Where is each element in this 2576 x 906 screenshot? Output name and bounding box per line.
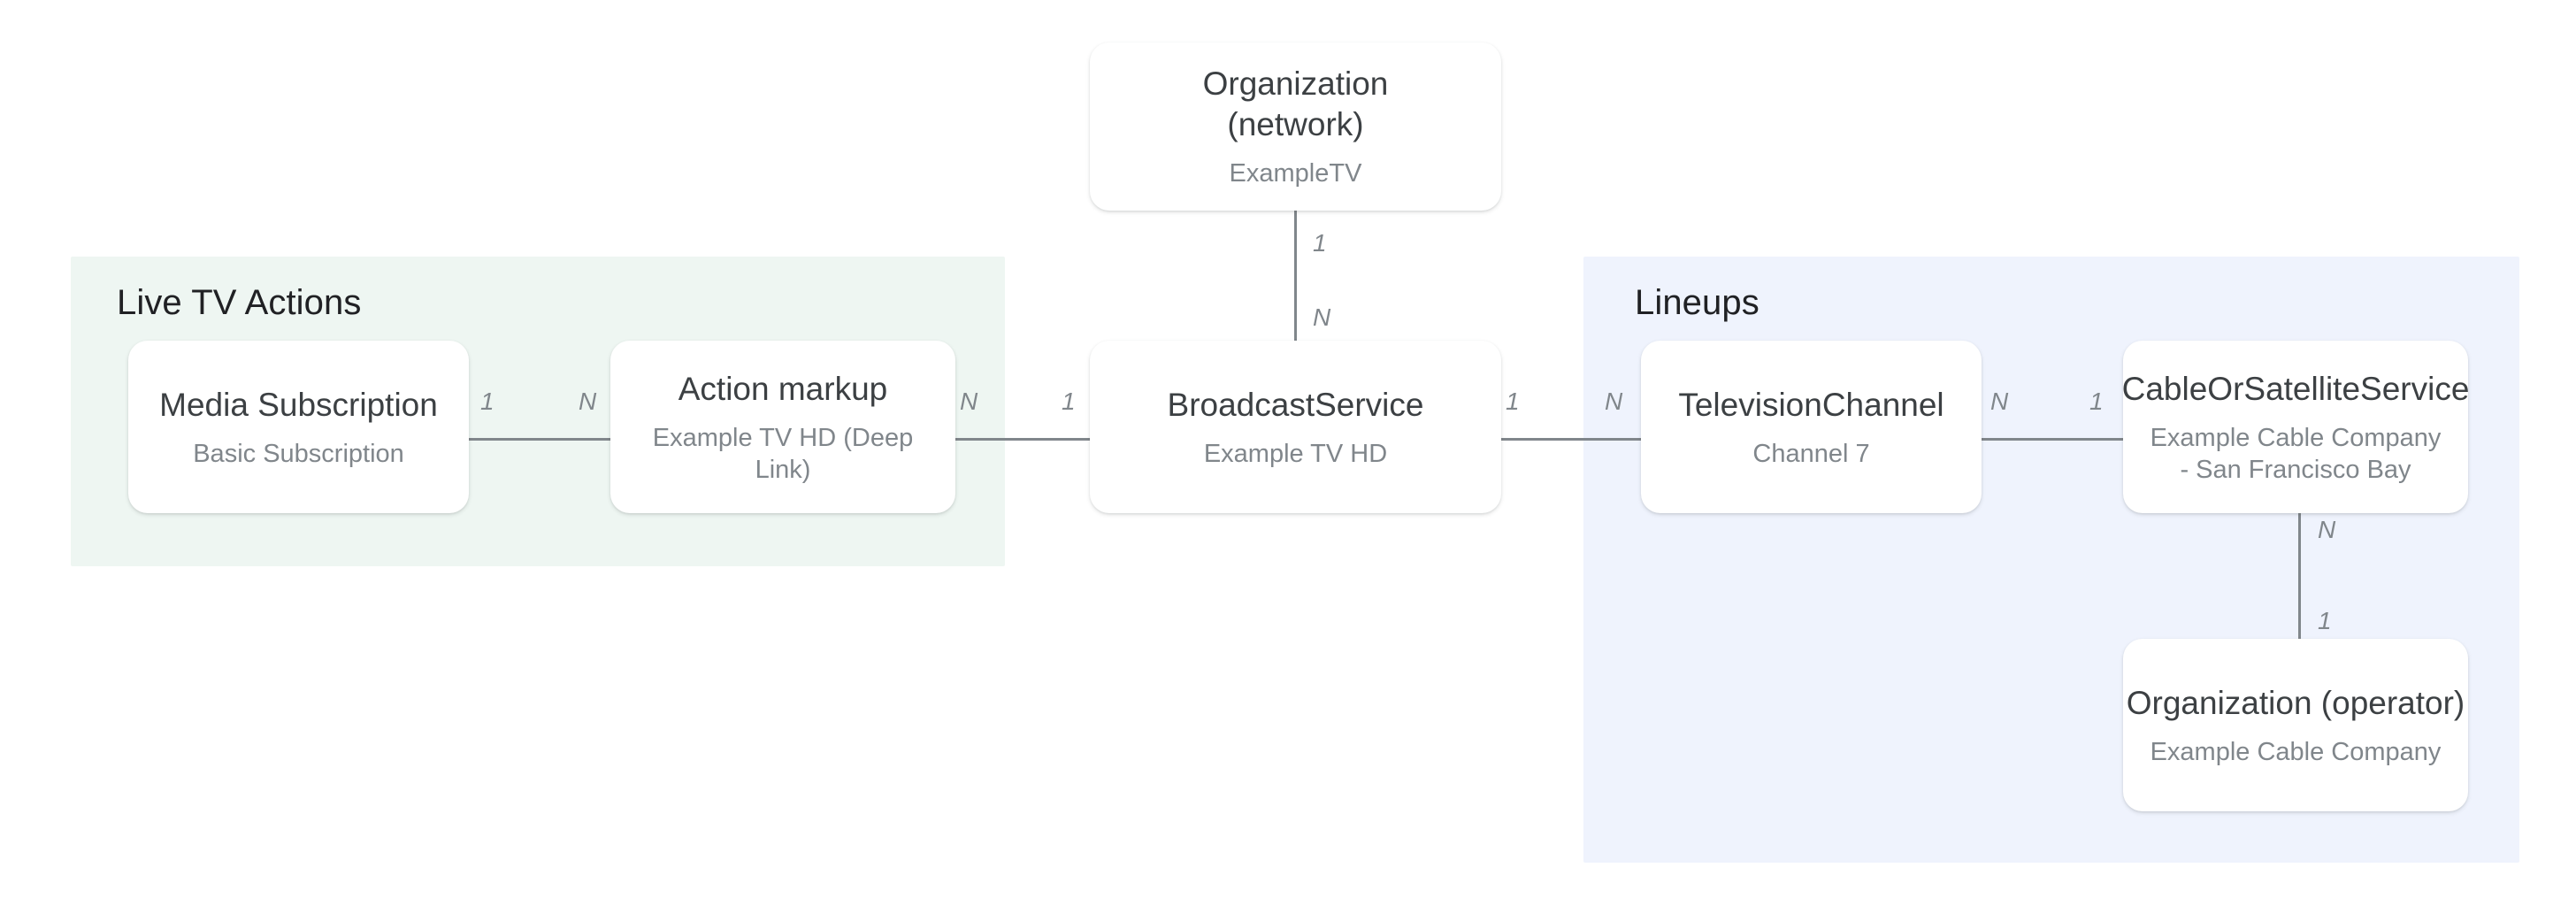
edge-organization-network-broadcast-service bbox=[1294, 209, 1297, 346]
node-title-cable-or-satellite-service: CableOrSatelliteService bbox=[2121, 370, 2470, 407]
node-title-organization-network: Organization (network) bbox=[1203, 64, 1389, 145]
node-cable-or-satellite-service[interactable]: CableOrSatelliteService Example Cable Co… bbox=[2121, 341, 2470, 513]
edge-broadcast-service-television-channel bbox=[1486, 438, 1654, 441]
edge-label-broadcast-service-right-source: 1 bbox=[1506, 388, 1520, 415]
edge-television-channel-cable-or-satellite-service bbox=[1971, 438, 2139, 441]
node-title-line1: Organization bbox=[1202, 65, 1389, 102]
edge-action-markup-broadcast-service bbox=[939, 438, 1103, 441]
node-media-subscription[interactable]: Media Subscription Basic Subscription bbox=[128, 341, 469, 513]
edge-label-television-channel-right-source: N bbox=[1990, 388, 2009, 415]
node-action-markup[interactable]: Action markup Example TV HD (Deep Link) bbox=[610, 341, 955, 513]
node-title-television-channel: TelevisionChannel bbox=[1678, 386, 1944, 423]
group-title-lineups: Lineups bbox=[1635, 283, 1760, 322]
edge-label-action-markup-target: N bbox=[579, 388, 597, 415]
node-subtitle-broadcast-service: Example TV HD bbox=[1203, 439, 1388, 468]
node-television-channel[interactable]: TelevisionChannel Channel 7 bbox=[1641, 341, 1982, 513]
edge-media-subscription-action-markup bbox=[460, 438, 624, 441]
node-subtitle-organization-network: ExampleTV bbox=[1229, 159, 1362, 188]
edge-label-cable-or-satellite-bottom-source: N bbox=[2318, 516, 2336, 543]
node-subtitle-organization-operator: Example Cable Company bbox=[2150, 737, 2442, 766]
edge-label-cable-or-satellite-left-target: 1 bbox=[2089, 388, 2104, 415]
edge-label-broadcast-service-left-target: 1 bbox=[1062, 388, 1076, 415]
node-title-action-markup: Action markup bbox=[678, 370, 888, 407]
group-title-live-tv-actions: Live TV Actions bbox=[117, 283, 362, 322]
edge-label-organization-operator-target: 1 bbox=[2318, 607, 2332, 634]
node-organization-network[interactable]: Organization (network) ExampleTV bbox=[1090, 42, 1501, 211]
node-subtitle-cable-or-satellite-service: Example Cable Company - San Francisco Ba… bbox=[2150, 423, 2442, 484]
node-subtitle-action-markup: Example TV HD (Deep Link) bbox=[652, 423, 914, 484]
node-title-media-subscription: Media Subscription bbox=[159, 386, 438, 423]
node-broadcast-service[interactable]: BroadcastService Example TV HD bbox=[1090, 341, 1501, 513]
edge-label-broadcast-service-top-target: N bbox=[1313, 303, 1331, 331]
node-subtitle-media-subscription: Basic Subscription bbox=[193, 439, 404, 468]
node-organization-operator[interactable]: Organization (operator) Example Cable Co… bbox=[2123, 639, 2468, 811]
edge-label-organization-network-source: 1 bbox=[1313, 229, 1327, 257]
node-subtitle-television-channel: Channel 7 bbox=[1752, 439, 1870, 468]
node-title-line2: (network) bbox=[1227, 106, 1364, 142]
edge-label-media-subscription-source: 1 bbox=[480, 388, 494, 415]
node-title-organization-operator: Organization (operator) bbox=[2126, 684, 2465, 721]
node-title-broadcast-service: BroadcastService bbox=[1167, 386, 1424, 423]
edge-label-action-markup-source: N bbox=[960, 388, 978, 415]
edge-label-television-channel-left-target: N bbox=[1605, 388, 1623, 415]
edge-cable-or-satellite-organization-operator bbox=[2298, 511, 2301, 644]
